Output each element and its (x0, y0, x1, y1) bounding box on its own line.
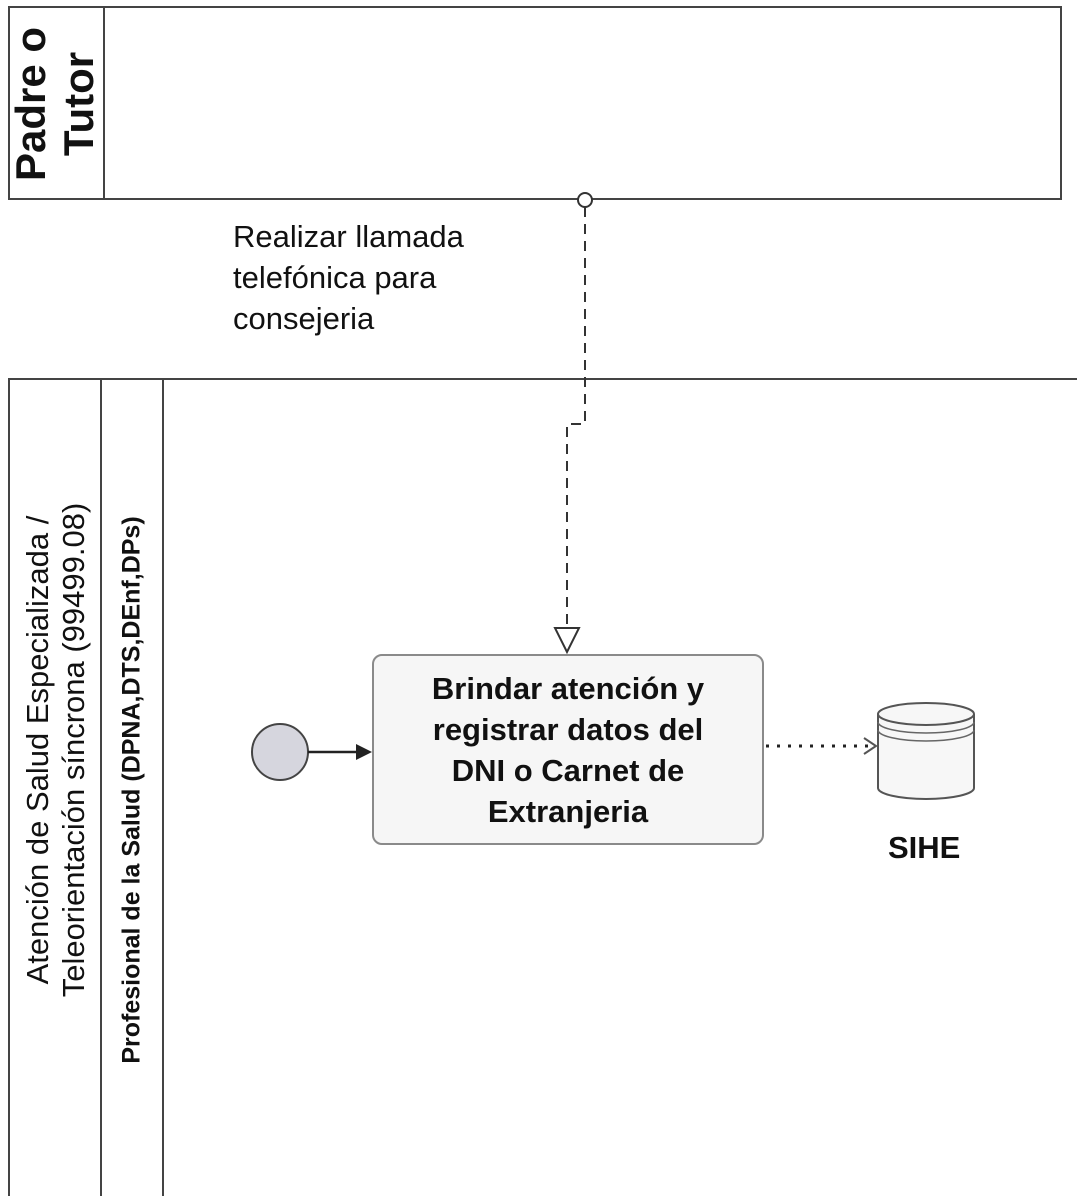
data-association-arrowhead-icon (863, 737, 878, 755)
task-brindar-atencion[interactable]: Brindar atención y registrar datos del D… (372, 654, 764, 845)
pool-header-divider (100, 378, 102, 1196)
message-flow-line (566, 207, 586, 630)
start-event-icon (251, 723, 309, 781)
message-flow-origin-icon (577, 192, 593, 208)
pool-padre-tutor-header (10, 8, 105, 198)
data-store-icon (877, 702, 975, 800)
data-store-label: SIHE (888, 830, 961, 865)
sequence-flow-arrowhead-icon (356, 744, 372, 760)
message-flow-arrowhead-icon (553, 627, 581, 655)
pool-padre-tutor (8, 6, 1062, 200)
pool-atencion-salud (8, 378, 1077, 1196)
message-flow-label: Realizar llamada telefónica para conseje… (233, 219, 464, 336)
lane-header-divider (162, 378, 164, 1196)
